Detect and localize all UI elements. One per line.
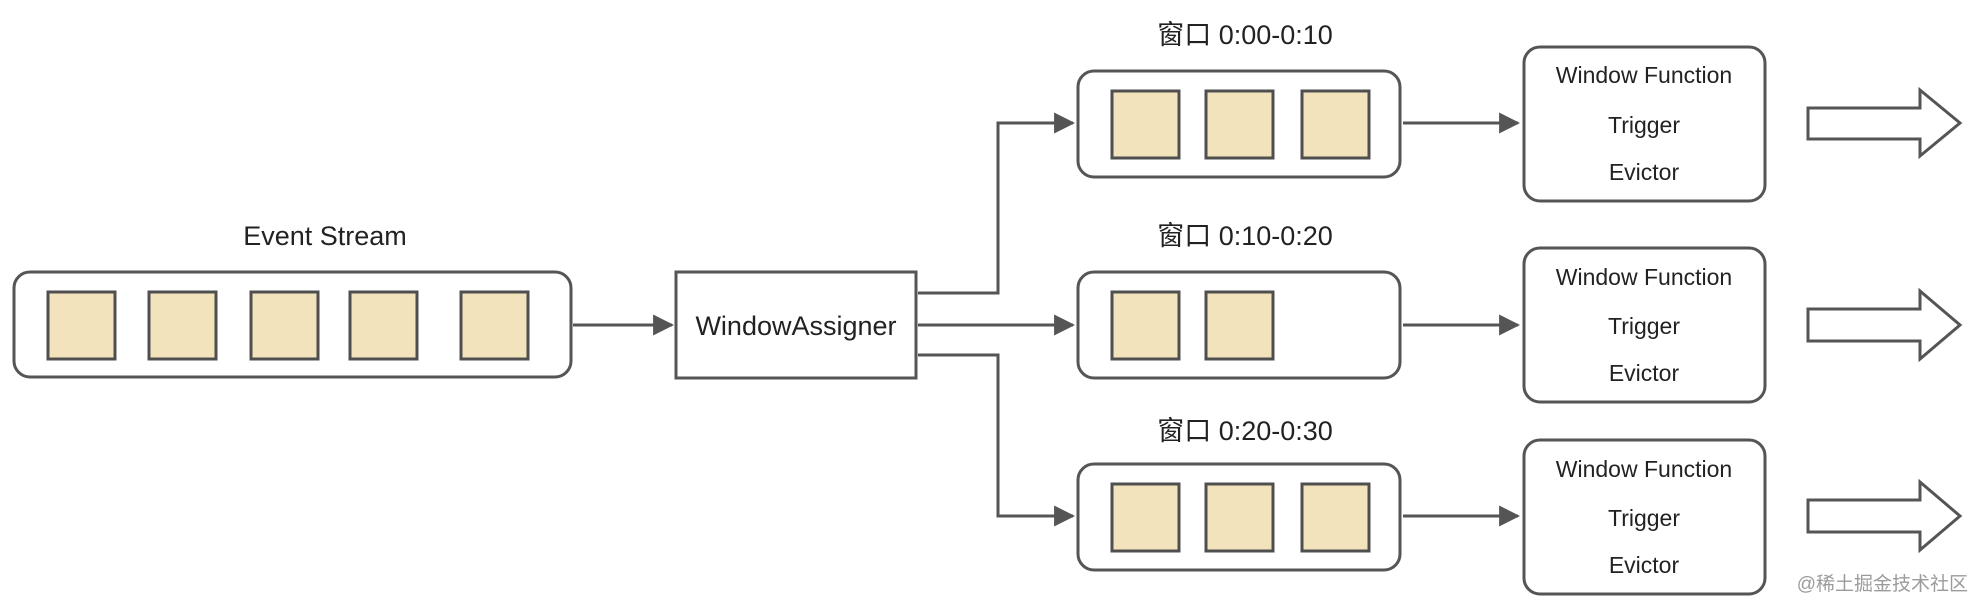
window-2-evictor-label: Evictor <box>1609 360 1680 386</box>
assigner-to-window-3-arrow <box>918 353 1076 527</box>
window-1-label: 窗口 0:00-0:10 <box>1157 20 1333 50</box>
window-3-functions-box <box>1522 438 1767 596</box>
window-3-event-3 <box>1300 482 1371 553</box>
window-1-functions-box <box>1522 45 1767 203</box>
window-1-event-2 <box>1204 89 1275 160</box>
assigner-to-window-1-arrow <box>918 112 1076 295</box>
event-stream-label: Event Stream <box>243 221 407 251</box>
window-1-event-1 <box>1110 89 1181 160</box>
window-2-trigger-label: Trigger <box>1608 313 1680 339</box>
window-3-output-arrow <box>1806 478 1963 554</box>
window-3-window-function-label: Window Function <box>1556 456 1732 482</box>
window-3-event-2 <box>1204 482 1275 553</box>
window-2-events <box>1110 290 1275 361</box>
window-1-output-arrow <box>1806 86 1963 160</box>
window-3-events <box>1110 482 1371 553</box>
event-stream-events <box>46 290 530 361</box>
window-3-evictor-label: Evictor <box>1609 552 1680 578</box>
window-3-trigger-label: Trigger <box>1608 505 1680 531</box>
window-3-event-1 <box>1110 482 1181 553</box>
window-assigner-label: WindowAssigner <box>695 311 896 341</box>
window-1-event-3 <box>1300 89 1371 160</box>
window-2-event-1 <box>1110 290 1181 361</box>
event-stream: Event Stream <box>12 221 573 379</box>
window-1: 窗口 0:00-0:10 Window Function Trigger Evi… <box>1076 20 1963 203</box>
window-1-trigger-label: Trigger <box>1608 112 1680 138</box>
stream-event-2 <box>147 290 218 361</box>
window-2-window-function-label: Window Function <box>1556 264 1732 290</box>
window-2: 窗口 0:10-0:20 Window Function Trigger Evi… <box>1076 221 1963 404</box>
window-2-event-2 <box>1204 290 1275 361</box>
window-2-label: 窗口 0:10-0:20 <box>1157 221 1333 251</box>
window-1-evictor-label: Evictor <box>1609 159 1680 185</box>
window-2-functions-box <box>1522 246 1767 404</box>
stream-event-3 <box>249 290 320 361</box>
window-1-events <box>1110 89 1371 160</box>
window-2-output-arrow <box>1806 287 1963 363</box>
window-assigner-box <box>674 270 918 380</box>
watermark-text: @稀土掘金技术社区 <box>1797 573 1968 595</box>
window-3: 窗口 0:20-0:30 Window Function Trigger Evi… <box>1076 416 1963 596</box>
stream-event-4 <box>348 290 419 361</box>
window-assigner: WindowAssigner <box>674 270 918 380</box>
window-1-window-function-label: Window Function <box>1556 62 1732 88</box>
stream-event-5 <box>459 290 530 361</box>
window-3-label: 窗口 0:20-0:30 <box>1157 416 1333 446</box>
stream-event-1 <box>46 290 117 361</box>
